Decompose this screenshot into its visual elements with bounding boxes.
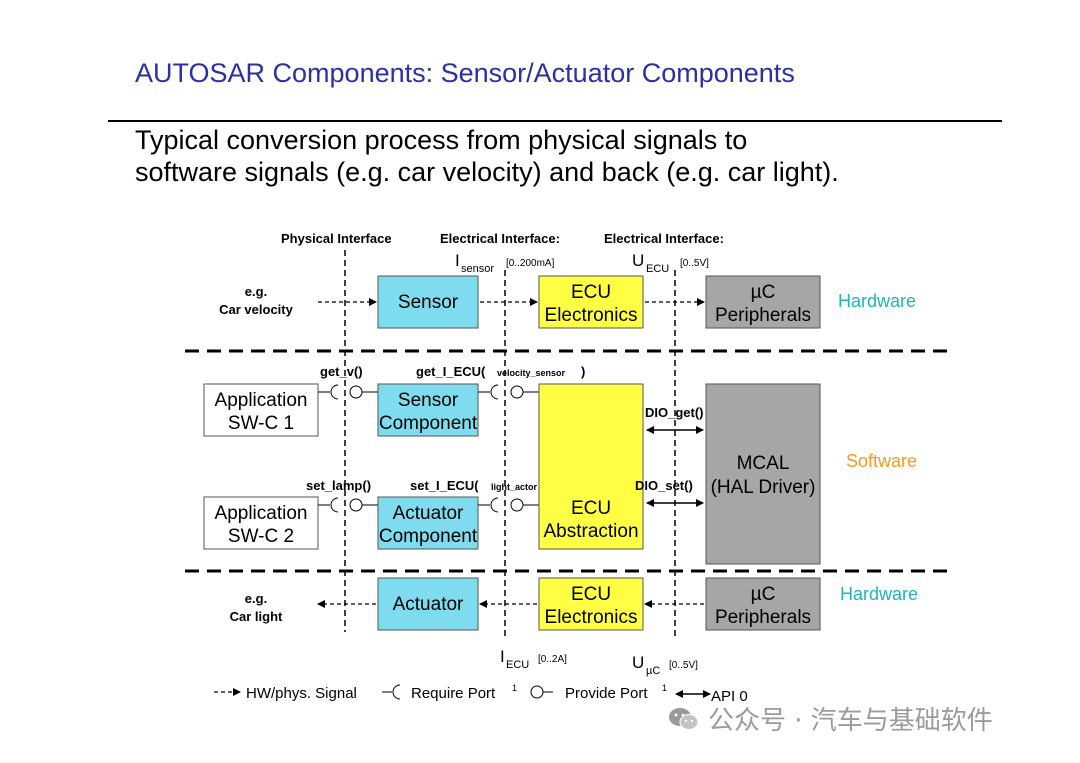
mcal-box (705, 383, 821, 565)
car-light-label-1: e.g. (245, 591, 267, 606)
application-swc1-line1: Application (215, 390, 308, 411)
slide-subtitle: Typical conversion process from physical… (135, 124, 839, 188)
legend-provide-port-label: Provide Port (565, 685, 648, 702)
svg-text:µC: µC (646, 665, 660, 677)
svg-text:ECU: ECU (646, 263, 669, 275)
ecu-electronics-top-line1: ECU (571, 282, 611, 303)
watermark: 公众号 · 汽车与基础软件 (668, 700, 993, 737)
set-i-ecu-label: set_I_ECU( light_actor ) (410, 478, 553, 493)
electrical-interface-label-1: Electrical Interface: (440, 231, 560, 246)
ecu-electronics-top-line2: Electronics (545, 305, 638, 326)
ecu-electronics-box-bottom (538, 577, 644, 631)
title-divider (108, 120, 1002, 122)
watermark-text: 公众号 · 汽车与基础软件 (708, 706, 993, 736)
uc-peripherals-bottom-line1: µC (751, 584, 776, 605)
slide-title: AUTOSAR Components: Sensor/Actuator Comp… (135, 58, 795, 88)
port-get-v (318, 384, 378, 400)
wechat-icon (669, 707, 699, 730)
legend-provide-port-sup: 1 (662, 683, 667, 693)
sensor-component-box (377, 383, 479, 437)
svg-text:U: U (632, 251, 644, 270)
actuator-label: Actuator (393, 594, 464, 615)
svg-text:get_I_ECU(: get_I_ECU( (416, 364, 486, 379)
application-swc1-line2: SW-C 1 (228, 413, 294, 434)
hardware-label-top: Hardware (838, 291, 916, 311)
port-set-lamp (318, 497, 378, 513)
application-swc2-line2: SW-C 2 (228, 526, 294, 547)
ecu-abstraction-line2: Abstraction (543, 521, 638, 542)
sensor-component-line1: Sensor (398, 390, 459, 411)
dio-get-label: DIO_get() (645, 405, 704, 420)
port-set-i-ecu (478, 497, 539, 513)
car-velocity-label-2: Car velocity (219, 302, 293, 317)
actuator-component-line1: Actuator (393, 503, 464, 524)
svg-text:I: I (500, 647, 505, 666)
sensor-label: Sensor (398, 292, 459, 313)
uc-peripherals-top-line2: Peripherals (715, 305, 811, 326)
subtitle-line-2: software signals (e.g. car velocity) and… (135, 157, 839, 187)
get-v-label: get_v() (320, 364, 363, 379)
uc-peripherals-box-bottom (705, 577, 821, 631)
car-light-label-2: Car light (230, 609, 283, 624)
svg-text:[0..5V]: [0..5V] (669, 660, 698, 671)
ecu-electronics-bottom-line2: Electronics (545, 607, 638, 628)
svg-text:velocity_sensor: velocity_sensor (497, 368, 566, 378)
application-swc2-box (203, 496, 319, 550)
dio-set-label: DIO_set() (635, 478, 693, 493)
sensor-component-line2: Component (379, 413, 478, 434)
application-swc2-line1: Application (215, 503, 308, 524)
actuator-component-line2: Component (379, 526, 478, 547)
svg-text:): ) (581, 364, 585, 379)
legend-require-port-label: Require Port (411, 685, 496, 702)
port-get-i-ecu (478, 384, 539, 400)
svg-text:[0..5V]: [0..5V] (680, 258, 709, 269)
legend: HW/phys. Signal Require Port 1 Provide P… (214, 683, 748, 705)
uc-peripherals-box-top (705, 275, 821, 329)
legend-provide-port-icon (530, 685, 544, 699)
physical-interface-label: Physical Interface (281, 231, 392, 246)
svg-text:sensor: sensor (461, 263, 494, 275)
legend-api-label: API 0 (711, 688, 748, 705)
legend-require-port-icon (392, 684, 401, 700)
svg-text:[0..200mA]: [0..200mA] (506, 258, 555, 269)
sensor-box (377, 275, 479, 329)
get-i-ecu-label: get_I_ECU( velocity_sensor ) (416, 364, 585, 379)
svg-text:set_I_ECU(: set_I_ECU( (410, 478, 479, 493)
u-ecu-label: U ECU [0..5V] (632, 251, 709, 275)
uc-peripherals-bottom-line2: Peripherals (715, 607, 811, 628)
svg-text:U: U (632, 653, 644, 672)
electrical-interface-label-2: Electrical Interface: (604, 231, 724, 246)
mcal-line2: (HAL Driver) (711, 477, 816, 498)
actuator-component-box (377, 496, 479, 550)
car-velocity-label-1: e.g. (245, 284, 267, 299)
ecu-abstraction-line1: ECU (571, 498, 611, 519)
legend-require-port-sup: 1 (512, 683, 517, 693)
ecu-electronics-box-top (538, 275, 644, 329)
software-label: Software (846, 451, 917, 471)
subtitle-line-1: Typical conversion process from physical… (135, 125, 748, 155)
application-swc1-box (203, 383, 319, 437)
uc-peripherals-top-line1: µC (751, 282, 776, 303)
u-uc-label: U µC [0..5V] (632, 653, 698, 677)
svg-text:ECU: ECU (506, 659, 529, 671)
i-ecu-label: I ECU [0..2A] (500, 647, 567, 671)
ecu-abstraction-box (538, 383, 644, 550)
legend-hw-signal-label: HW/phys. Signal (246, 685, 357, 702)
svg-text:[0..2A]: [0..2A] (538, 654, 567, 665)
hardware-label-bottom: Hardware (840, 584, 918, 604)
svg-text:light_actor: light_actor (491, 482, 538, 492)
svg-text:I: I (455, 251, 460, 270)
mcal-line1: MCAL (737, 453, 790, 474)
i-sensor-label: I sensor [0..200mA] (455, 251, 555, 275)
ecu-electronics-bottom-line1: ECU (571, 584, 611, 605)
actuator-box (377, 577, 479, 631)
set-lamp-label: set_lamp() (306, 478, 371, 493)
